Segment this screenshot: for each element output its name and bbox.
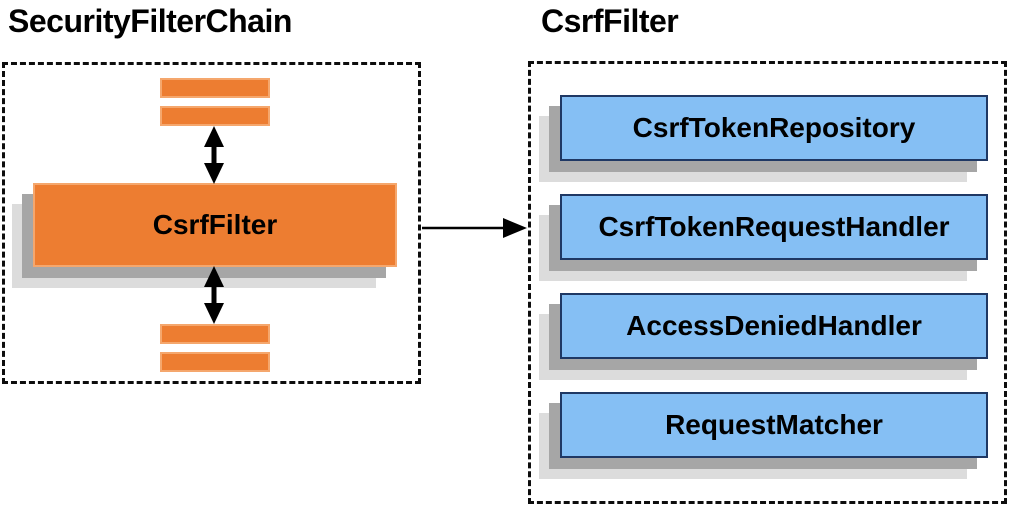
security-filter-chain-frame xyxy=(2,62,421,384)
flow-arrow-icon xyxy=(422,218,527,238)
csrf-token-repository-node: CsrfTokenRepository xyxy=(560,95,988,161)
component-label: CsrfTokenRepository xyxy=(632,112,916,143)
component-label: AccessDeniedHandler xyxy=(626,310,922,341)
component-label: CsrfTokenRequestHandler xyxy=(598,211,950,242)
left-panel-title: SecurityFilterChain xyxy=(8,3,292,39)
component-label: RequestMatcher xyxy=(665,409,883,440)
csrf-filter-node: CsrfFilter xyxy=(33,183,397,267)
access-denied-handler-node: AccessDeniedHandler xyxy=(560,293,988,359)
filter-placeholder-bar xyxy=(160,352,270,372)
csrf-filter-node-label: CsrfFilter xyxy=(152,209,278,240)
filter-placeholder-bar xyxy=(160,78,270,98)
right-panel-title: CsrfFilter xyxy=(541,3,679,39)
csrf-token-request-handler-node: CsrfTokenRequestHandler xyxy=(560,194,988,260)
csrf-filter-frame xyxy=(528,61,1007,504)
filter-placeholder-bar xyxy=(160,106,270,126)
filter-placeholder-bar xyxy=(160,324,270,344)
request-matcher-node: RequestMatcher xyxy=(560,392,988,458)
